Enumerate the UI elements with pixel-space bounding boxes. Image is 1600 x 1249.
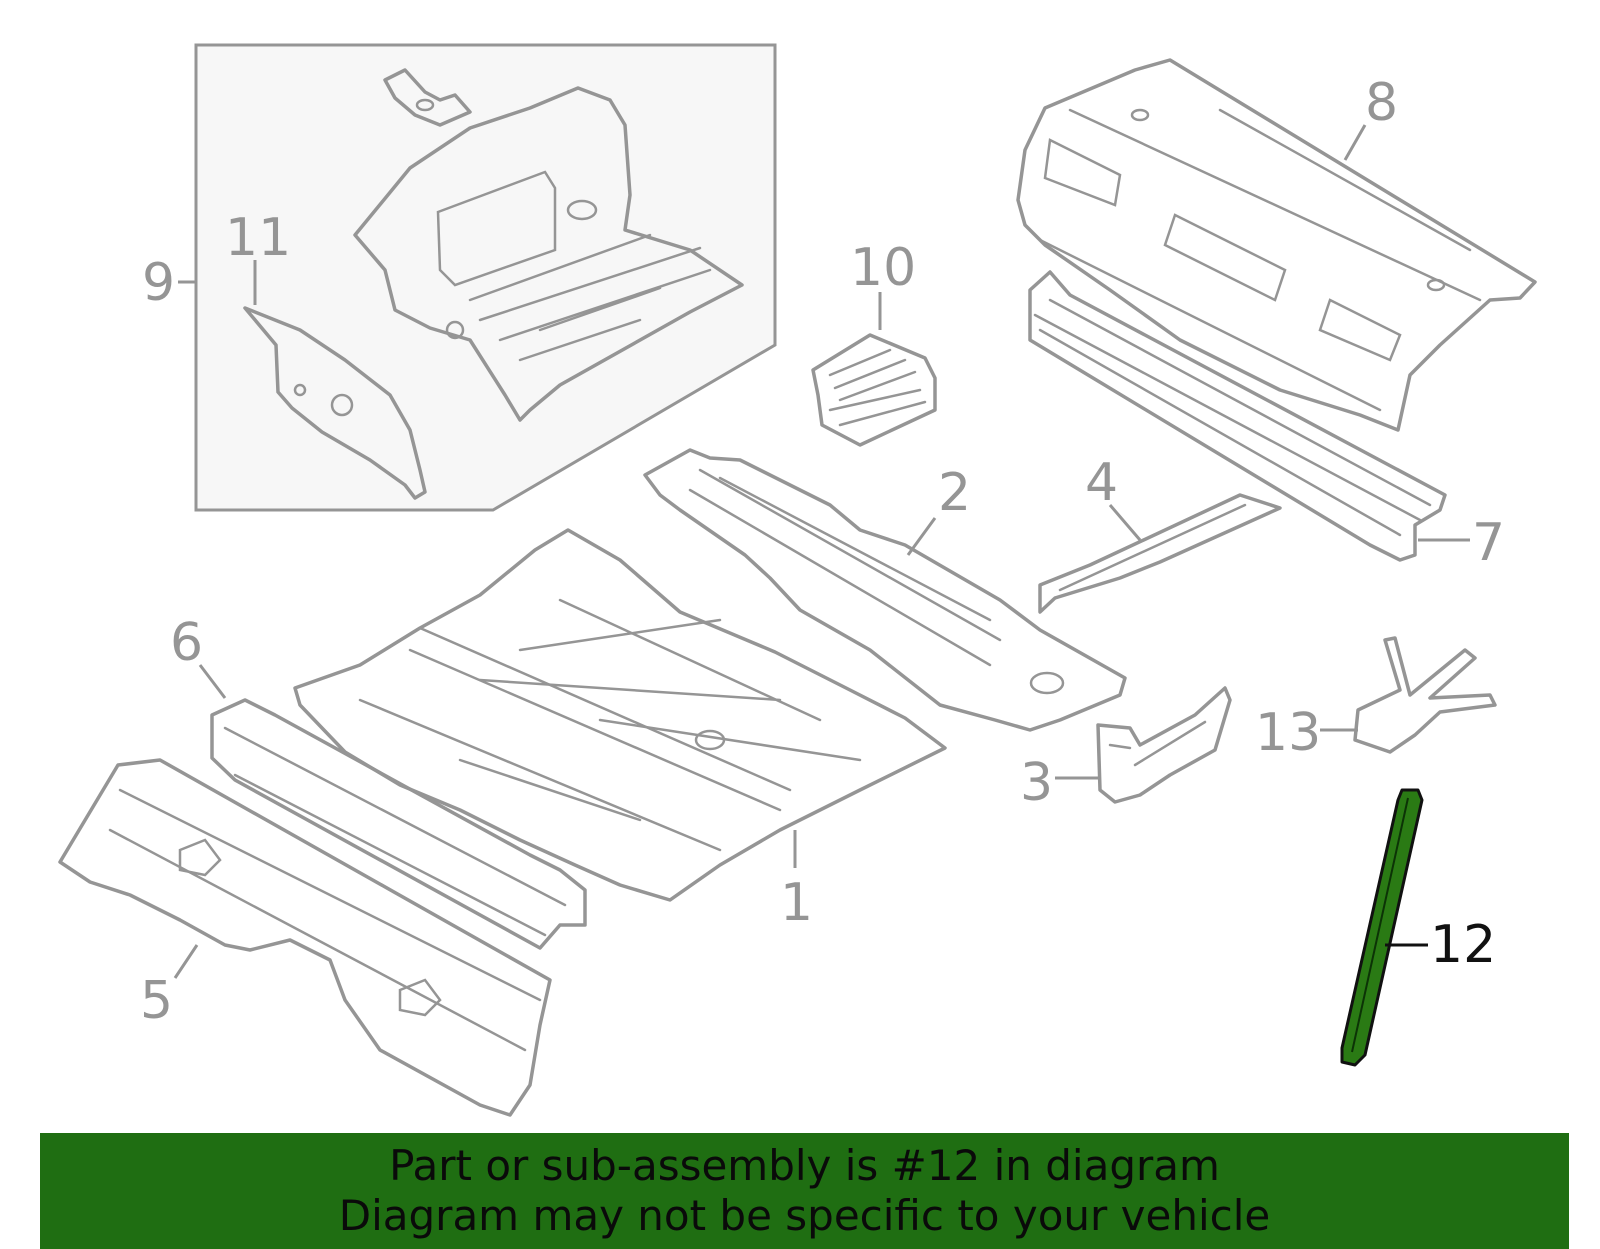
part-8-panel [1016,58,1537,432]
callout-10: 10 [850,238,916,298]
part-7-ribs [1033,298,1432,537]
part-4-rib [1058,503,1247,592]
part-1-crossbar [408,626,792,812]
part-9-bracket [383,68,472,127]
part-11-hole-2 [293,383,307,397]
part-13-group [1320,636,1497,754]
part-1-hole [694,729,726,751]
leader-4 [1108,504,1142,541]
part-6-group [198,664,587,950]
part-5-bracket-2 [398,978,442,1017]
part-12-group [1340,788,1428,1067]
part-9-floor-ribs [468,233,712,362]
part-5-group [58,758,552,1117]
part-1-ribs [358,598,862,852]
part-8-ribs [1038,108,1482,412]
part-6-ribs [223,726,567,937]
part-9-bracket-hole [415,98,435,112]
part-5-panel [58,758,552,1117]
callout-1: 1 [780,873,813,933]
callout-12: 12 [1430,915,1496,975]
banner-line-2: Diagram may not be specific to your vehi… [338,1191,1271,1240]
leader-8 [1343,124,1367,161]
part-4-brace [1038,493,1282,614]
leader-2 [906,517,937,556]
part-7-sill [1028,270,1447,562]
part-8-group [1016,58,1537,432]
part-10-group [811,292,937,447]
part-9-wheelhouse-window [436,170,557,287]
part-10-block [811,333,937,447]
callout-5: 5 [140,971,173,1031]
part-9-box [194,43,777,512]
part-3-group [1055,686,1232,804]
part-2-ribs [688,468,1002,667]
callout-8: 8 [1365,73,1398,133]
banner-line-1: Part or sub-assembly is #12 in diagram [389,1141,1220,1190]
callout-13: 13 [1255,703,1321,763]
part-13-bracket [1353,636,1497,754]
part-8-hole-2 [1426,278,1446,292]
part-8-window-2 [1163,213,1287,302]
part-4-group [1038,493,1282,614]
part-8-window-1 [1043,138,1122,207]
leader-5 [173,944,199,979]
part-2-hole [1029,671,1065,695]
part-8-window-3 [1318,298,1402,362]
info-banner: Part or sub-assembly is #12 in diagram D… [40,1133,1569,1249]
callout-3: 3 [1020,753,1053,813]
callout-11: 11 [225,208,291,268]
part-5-bracket-1 [178,838,222,877]
callout-7: 7 [1472,513,1505,573]
part-12-strut [1340,788,1424,1067]
part-9-wheelhouse-panel [353,86,744,422]
part-1-floor-pan [293,528,947,902]
part-8-hole-1 [1130,108,1150,122]
leader-6 [198,664,227,699]
part-1-group [293,528,947,902]
callout-2: 2 [938,463,971,523]
part-10-ribs [828,348,927,427]
part-2-crossmember [643,448,1127,732]
part-9-assembly-group [178,43,777,512]
callout-9: 9 [142,253,175,313]
part-11-hole-1 [330,393,354,417]
part-9-oval [566,199,598,221]
part-6-rail [210,698,587,950]
part-3-bracket [1096,686,1232,804]
part-11-group [243,260,427,500]
callout-6: 6 [170,613,203,673]
part-11-panel [243,306,427,500]
part-7-group [1028,270,1470,562]
part-12-strut-highlight [1351,797,1409,1053]
callout-4: 4 [1085,453,1118,513]
part-9-hole [445,320,465,340]
part-3-ribs [1108,720,1207,767]
part-2-group [643,448,1127,732]
